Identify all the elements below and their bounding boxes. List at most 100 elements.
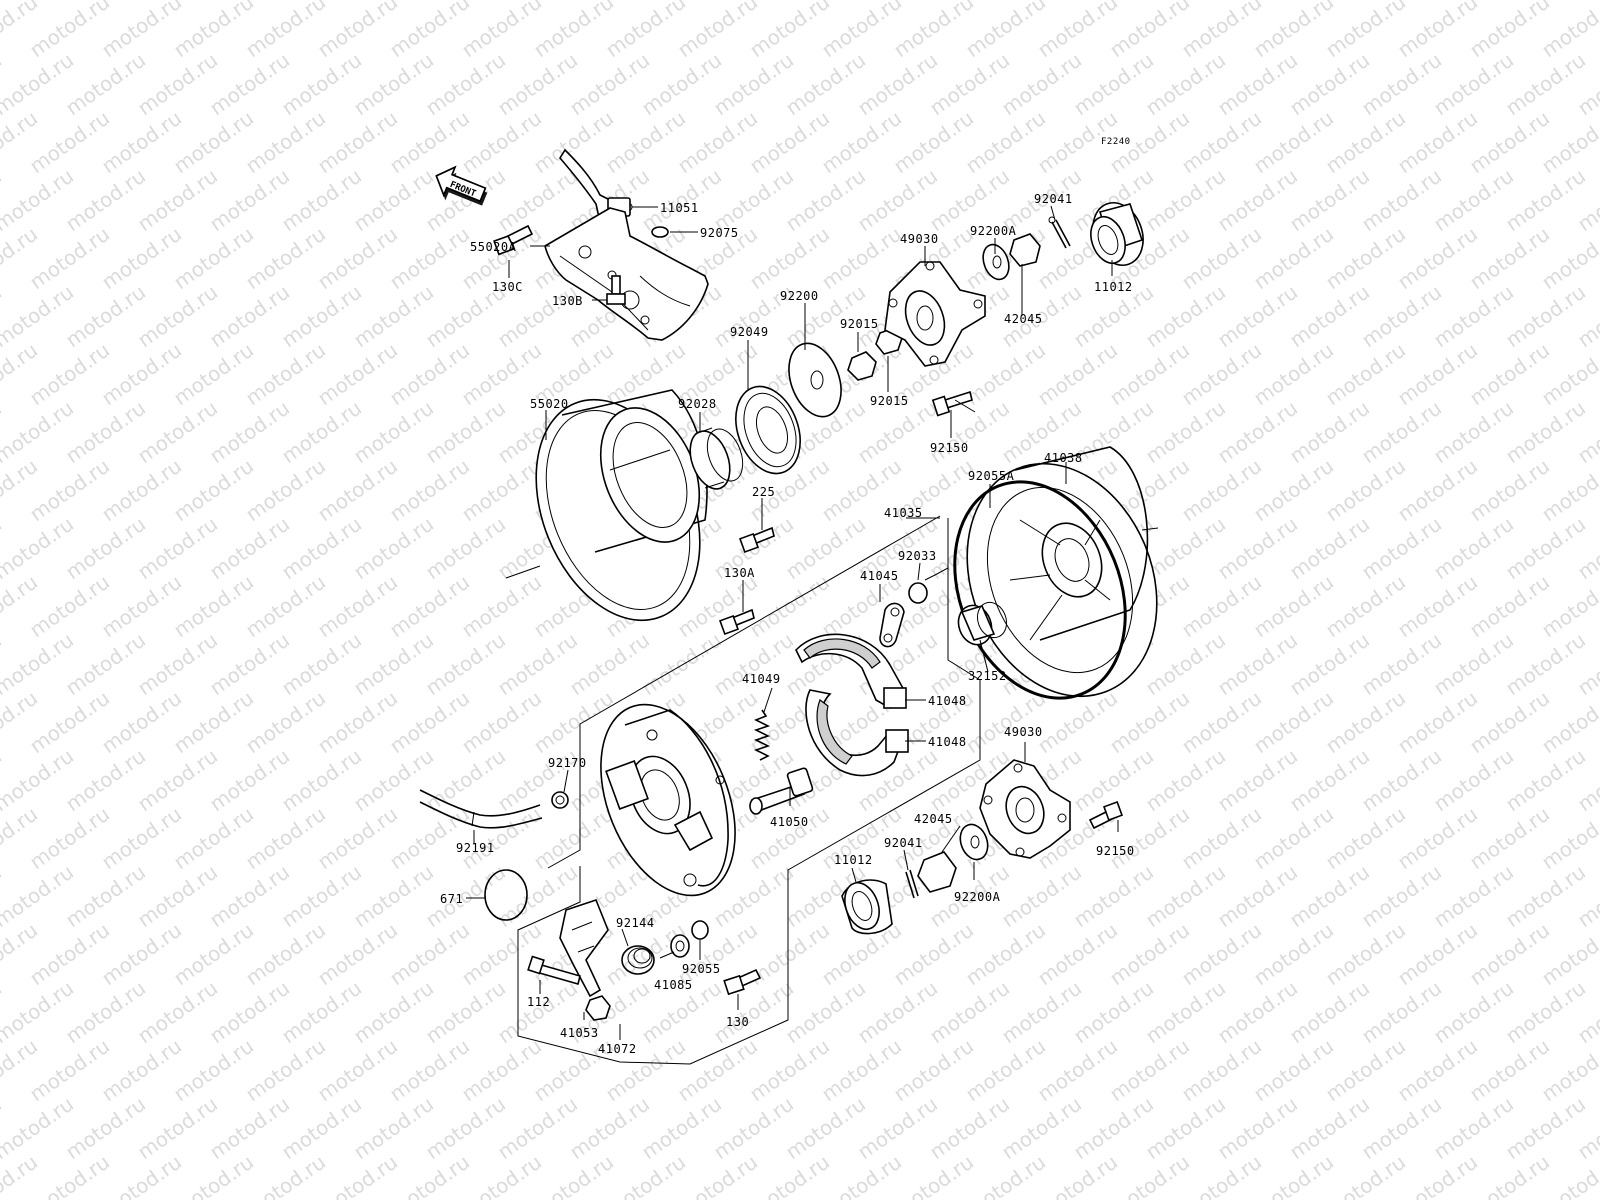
watermark-text: motod.ru [1393, 570, 1482, 642]
watermark-text: motod.ru [745, 1034, 834, 1106]
watermark-text: motod.ru [1213, 48, 1302, 120]
watermark-text: motod.ru [745, 106, 834, 178]
nut-42045-lower [917, 851, 957, 893]
watermark-text: motod.ru [241, 918, 330, 990]
callout-41045: 41045 [860, 569, 899, 583]
spring-92144 [621, 945, 655, 975]
watermark-text: motod.ru [169, 338, 258, 410]
watermark-text: motod.ru [1069, 48, 1158, 120]
watermark-text: motod.ru [1501, 396, 1590, 468]
hub-49030-upper [884, 261, 986, 367]
watermark-text: motod.ru [1141, 280, 1230, 352]
watermark-text: motod.ru [745, 570, 834, 642]
watermark-text: motod.ru [1465, 338, 1554, 410]
watermark-text: motod.ru [1393, 106, 1482, 178]
callout-11051: 11051 [660, 201, 699, 215]
bolt-225 [739, 526, 775, 553]
watermark-text: motod.ru [169, 686, 258, 758]
watermark-text: motod.ru [349, 48, 438, 120]
watermark-text: motod.ru [1465, 106, 1554, 178]
watermark-text: motod.ru [241, 686, 330, 758]
callout-11012-lower: 11012 [834, 853, 873, 867]
watermark-text: motod.ru [1393, 918, 1482, 990]
watermark-text: motod.ru [385, 222, 474, 294]
callout-49030-upper: 49030 [900, 232, 939, 246]
watermark-text: motod.ru [241, 1034, 330, 1106]
watermark-text: motod.ru [1033, 338, 1122, 410]
callout-41085: 41085 [654, 978, 693, 992]
watermark-text: motod.ru [1141, 1092, 1230, 1164]
watermark-text: motod.ru [277, 396, 366, 468]
callout-130: 130 [726, 1015, 749, 1029]
watermark-text: motod.ru [781, 164, 870, 236]
watermark-text: motod.ru [25, 106, 114, 178]
callout-92075: 92075 [700, 226, 739, 240]
watermark-text: motod.ru [205, 744, 294, 816]
cam-shaft-41050 [749, 767, 814, 815]
watermark-text: motod.ru [1141, 628, 1230, 700]
watermark-text: motod.ru [925, 976, 1014, 1048]
collar-32152 [957, 601, 1008, 646]
watermark-text: motod.ru [349, 512, 438, 584]
callout-41048-lower: 41048 [928, 735, 967, 749]
watermark-text: motod.ru [1321, 454, 1410, 526]
watermark-text: motod.ru [997, 976, 1086, 1048]
watermark-text: motod.ru [1177, 338, 1266, 410]
watermark-text: motod.ru [457, 686, 546, 758]
watermark-text: motod.ru [1321, 802, 1410, 874]
watermark-text: motod.ru [385, 1034, 474, 1106]
watermark-text: motod.ru [529, 802, 618, 874]
watermark-text: motod.ru [1285, 860, 1374, 932]
watermark-text: motod.ru [169, 802, 258, 874]
callout-130B: 130B [552, 294, 583, 308]
watermark-text: motod.ru [565, 1092, 654, 1164]
watermark-text: motod.ru [133, 48, 222, 120]
watermark-text: motod.ru [1033, 918, 1122, 990]
watermark-text: motod.ru [277, 744, 366, 816]
watermark-text: motod.ru [241, 802, 330, 874]
leader-lines [466, 205, 1119, 1040]
watermark-text: motod.ru [97, 918, 186, 990]
watermark-text: motod.ru [997, 1092, 1086, 1164]
brake-cover-55020A [544, 207, 709, 341]
watermark-text: motod.ru [709, 48, 798, 120]
bolt-112 [527, 955, 581, 985]
watermark-text: motod.ru [889, 1034, 978, 1106]
watermark-text: motod.ru [313, 802, 402, 874]
watermark-text: motod.ru [61, 280, 150, 352]
watermark-text: motod.ru [1501, 512, 1590, 584]
watermark-text: motod.ru [1429, 860, 1518, 932]
watermark-text: motod.ru [349, 280, 438, 352]
bolt-92150-lower [1088, 801, 1123, 830]
watermark-text: motod.ru [853, 1092, 942, 1164]
watermark-text: motod.ru [1105, 1034, 1194, 1106]
watermark-text: motod.ru [1213, 744, 1302, 816]
watermark-text: motod.ru [61, 628, 150, 700]
hub-49030-lower [979, 759, 1071, 859]
watermark-text: motod.ru [1249, 222, 1338, 294]
watermark-text: motod.ru [1321, 570, 1410, 642]
o-ring-92055 [691, 920, 709, 940]
watermark-text: motod.ru [241, 106, 330, 178]
callout-92028: 92028 [678, 397, 717, 411]
watermark-text: motod.ru [853, 976, 942, 1048]
callout-55020A: 55020A [470, 240, 517, 254]
watermark-text: motod.ru [1429, 628, 1518, 700]
watermark-text: motod.ru [997, 48, 1086, 120]
spring-41049 [753, 709, 771, 761]
watermark-text: motod.ru [709, 1092, 798, 1164]
watermark-text: motod.ru [457, 106, 546, 178]
watermark-text: motod.ru [61, 860, 150, 932]
watermark-text: motod.ru [673, 106, 762, 178]
watermark-text: motod.ru [1357, 512, 1446, 584]
watermark-text: motod.ru [1033, 1034, 1122, 1106]
watermark-text: motod.ru [1501, 628, 1590, 700]
watermark-text: motod.ru [25, 222, 114, 294]
watermark-text: motod.ru [421, 976, 510, 1048]
callout-41072: 41072 [598, 1042, 637, 1056]
watermark-text: motod.ru [313, 454, 402, 526]
watermark-text: motod.ru [457, 570, 546, 642]
watermark-text: motod.ru [1321, 222, 1410, 294]
watermark-text: motod.ru [277, 628, 366, 700]
watermark-text: motod.ru [961, 106, 1050, 178]
